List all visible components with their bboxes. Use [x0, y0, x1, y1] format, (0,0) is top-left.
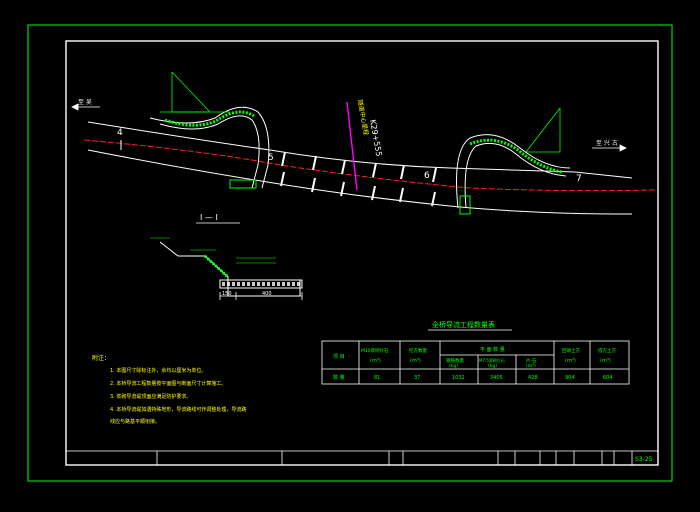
left-guide-dike-hatch [164, 110, 255, 127]
header-borrow: 借方土方 [598, 347, 616, 354]
subheader-stone: 片 石 [526, 357, 537, 364]
subheader-rebar-unit: (kg) [449, 363, 458, 369]
inner-frame [65, 40, 659, 466]
base-block [219, 279, 303, 289]
section-number-4: 4 [117, 128, 123, 138]
title-block [66, 450, 658, 465]
section-detail-title: I — I [200, 213, 218, 222]
row-value-excavation: 37 [414, 375, 420, 381]
slope-hatch [203, 254, 230, 279]
notes-block: 附注： 1. 本图尺寸除标注外，余均以厘米为单位。 2. 本桥导流工程数量按平面… [92, 354, 246, 425]
subheader-m75: M7.5浆砌片石 [479, 357, 505, 363]
triangle-dimension-icon [160, 71, 230, 113]
row-value-backfill: 904 [565, 375, 575, 381]
right-guide-dike-outer [456, 134, 571, 209]
quantity-table: 全桥导流工程数量表 项 目 M10浆砌片石 (m³) 挖方数量 (m³) 平 面… [321, 320, 630, 385]
right-guide-dike-inner [464, 142, 567, 209]
row-value-rebar: 1032 [452, 375, 465, 381]
subheader-stone-unit: (m³) [526, 363, 536, 369]
road-edge-lower [87, 149, 633, 215]
right-dike-footing [459, 195, 471, 215]
row-value-m10: 81 [374, 375, 380, 381]
outer-frame [27, 24, 673, 482]
left-arrow-icon [71, 103, 100, 111]
row-value-stone: 428 [528, 375, 538, 381]
station-marker-line [346, 101, 358, 191]
subheader-rebar: 钢筋数量 [446, 357, 464, 364]
left-dike-footing [229, 179, 257, 189]
note-5: 线应与路基平顺衔接。 [110, 418, 160, 425]
section-number-6: 6 [424, 171, 430, 181]
dimension-label-400: 400 [262, 291, 272, 297]
right-direction-label: 至 兴 古 [596, 139, 618, 147]
row-label: 数 量 [333, 374, 345, 381]
header-m10-unit: (m³) [370, 358, 381, 364]
left-guide-dike-outer [149, 106, 270, 189]
header-m10: M10浆砌片石 [361, 347, 389, 354]
left-guide-dike-inner [159, 115, 260, 189]
notes-title: 附注： [92, 354, 110, 362]
note-2: 2. 本桥导流工程数量按平面图与断面尺寸计算施工。 [110, 380, 226, 387]
header-excavation-unit: (m³) [410, 358, 421, 364]
right-guide-dike-hatch [469, 138, 563, 174]
left-direction-label: 至 吴 [78, 99, 92, 106]
section-number-7: 7 [576, 174, 582, 184]
section-number-5: 5 [268, 153, 274, 163]
dimension-label-150: 150 [222, 291, 232, 297]
row-value-borrow: 604 [603, 375, 613, 381]
header-item: 项 目 [333, 354, 345, 360]
right-arrow-icon [592, 144, 627, 152]
table-title: 全桥导流工程数量表 [432, 320, 495, 329]
row-value-m75: 3405 [490, 375, 503, 381]
table-grid [321, 340, 630, 385]
section-detail: I — I 150 400 [150, 213, 303, 300]
header-backfill-unit: (m³) [565, 358, 576, 364]
sheet-number: S3-25 [635, 456, 653, 463]
header-excavation: 挖方数量 [409, 347, 427, 354]
header-plane-quantity: 平 面 数 量 [480, 346, 505, 353]
pier-markers [280, 151, 437, 207]
header-borrow-unit: (m³) [600, 358, 611, 364]
road-centerline [83, 139, 656, 192]
header-backfill: 回填土方 [562, 347, 580, 354]
note-1: 1. 本图尺寸除标注外，余均以厘米为单位。 [110, 367, 206, 374]
note-4: 4. 本桥导流堤如遇特殊地形，导流路线可作调整处理，导流路 [110, 406, 246, 413]
right-triangle-dimension [525, 107, 561, 153]
note-3: 3. 浆砌导流堤顶面应满足防护要求。 [110, 393, 191, 400]
subheader-m75-unit: (kg) [488, 363, 497, 369]
